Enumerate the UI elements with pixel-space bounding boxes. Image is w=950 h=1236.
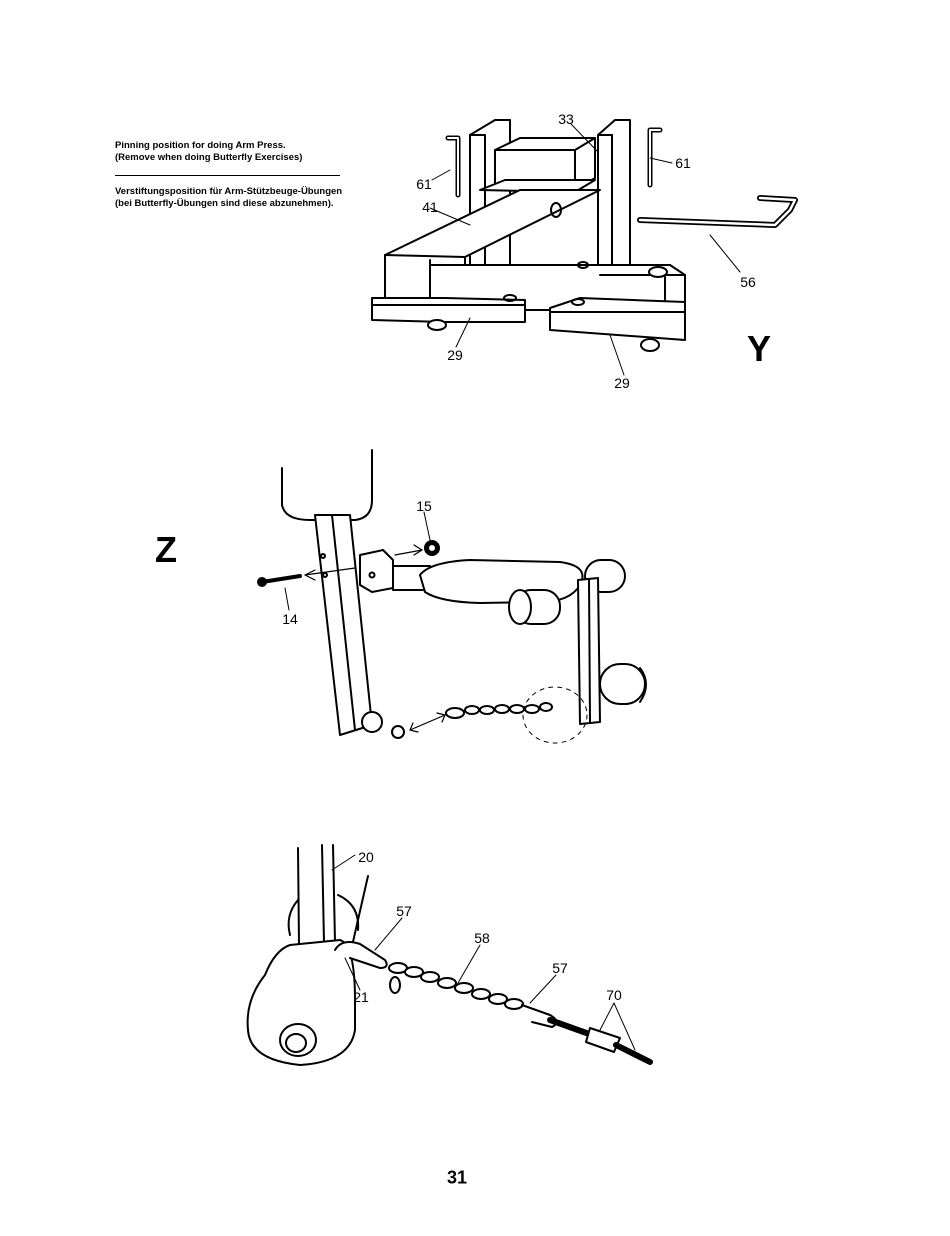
callout-61-left: 61	[416, 177, 432, 191]
page-number: 31	[447, 1168, 467, 1189]
callout-20: 20	[358, 850, 374, 864]
callout-57-top: 57	[396, 904, 412, 918]
callout-29-left: 29	[447, 348, 463, 362]
callout-56: 56	[740, 275, 756, 289]
callout-14: 14	[282, 612, 298, 626]
figure-chain-drawing	[248, 845, 650, 1065]
callout-70: 70	[606, 988, 622, 1002]
callout-57-right: 57	[552, 961, 568, 975]
figure-z-drawing	[258, 450, 646, 743]
callout-21: 21	[353, 990, 369, 1004]
callout-41: 41	[422, 200, 438, 214]
callout-58: 58	[474, 931, 490, 945]
figure-label-y: Y	[747, 328, 771, 370]
callout-15: 15	[416, 499, 432, 513]
callout-61-right: 61	[675, 156, 691, 170]
figure-label-z: Z	[155, 529, 177, 571]
callout-29-right: 29	[614, 376, 630, 390]
figure-y-drawing	[372, 120, 795, 375]
callout-33: 33	[558, 112, 574, 126]
